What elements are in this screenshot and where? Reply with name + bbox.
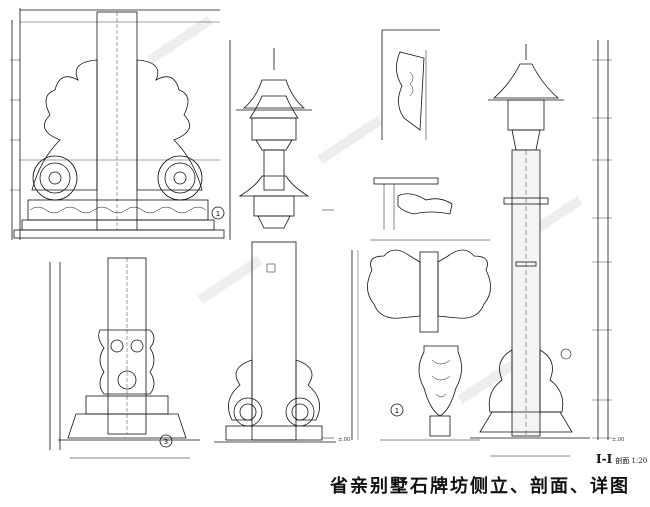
svg-text:3: 3 [164,438,168,446]
elevation-mark-right: ±.00 [612,437,624,443]
elevation-mark-middle: ±.00 [338,437,350,443]
section-note: 剖面 1:20 [615,457,648,465]
callout-1-left: 1 [211,206,225,220]
section-id: I-I [596,452,613,466]
section-elevation [470,40,612,457]
bracket-detail [370,29,490,241]
base-front-detail [49,257,200,459]
drawing-title: 省亲别墅石牌坊侧立、剖面、详图 [330,476,630,497]
callout-1-right: 1 [390,403,404,417]
callout-3: 3 [159,434,173,448]
svg-text:1: 1 [216,210,220,218]
pagoda-elevation [214,48,336,443]
base-side-elevation [10,8,231,240]
svg-text:1: 1 [395,407,399,415]
cloud-bracket-panel [351,249,491,441]
